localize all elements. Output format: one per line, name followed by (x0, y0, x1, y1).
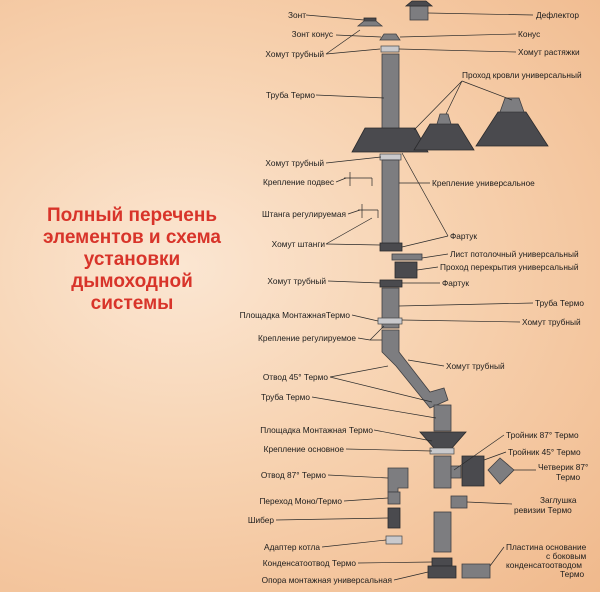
tension-clamp-part (380, 45, 400, 53)
pipe-lower-part (433, 404, 452, 432)
label-apron-1: Фартук (450, 231, 477, 241)
label-boiler-adapter: Адаптер котла (264, 542, 320, 552)
label-offset-45: Отвод 45° Термо (263, 372, 329, 382)
label-base-plate-line2: с боковым (546, 551, 587, 561)
label-hanger-mount: Крепление подвес (263, 177, 334, 187)
label-main-mount: Крепление основное (264, 444, 345, 454)
label-pipe-clamp-2: Хомут трубный (265, 158, 324, 168)
roof-pass-variant-1 (413, 123, 475, 151)
middle-pipe-part (381, 159, 400, 247)
deflector-part (409, 5, 429, 21)
label-universal-support: Опора монтажная универсальная (262, 575, 392, 585)
roof-pass-variant-1-top (436, 113, 452, 125)
mounting-platform-part (377, 317, 403, 325)
label-mounting-platform-2: Площадка Монтажная Термо (260, 425, 373, 435)
label-adjustable-mount: Крепление регулируемое (258, 333, 356, 343)
diagram-title: Полный перечень элементов и схема устано… (12, 205, 252, 315)
label-elbow-87: Отвод 87° Термо (261, 470, 327, 480)
label-adjustable-rod: Штанга регулируемая (262, 209, 346, 219)
hanger-mount-part (344, 172, 373, 186)
label-ceiling-sheet: Лист потолочный универсальный (450, 249, 579, 259)
boiler-adapter-part (385, 535, 403, 545)
label-mono-thermo: Переход Моно/Термо (259, 496, 342, 506)
label-tee-45: Тройник 45° Термо (508, 447, 581, 457)
label-quad-87-line1: Четверик 87° (538, 462, 588, 472)
ceiling-sheet-part (391, 253, 423, 261)
label-thermo-pipe-right: Труба Термо (535, 298, 584, 308)
pipe-clamp-part (379, 153, 402, 161)
label-pipe-clamp-3: Хомут трубный (267, 276, 326, 286)
mono-thermo-transition-part (387, 491, 401, 505)
label-apron-2: Фартук (442, 278, 469, 288)
label-base-plate-line4: Термо (560, 569, 585, 579)
title-line: дымоходной (71, 271, 193, 292)
title-line: Полный перечень (46, 205, 218, 226)
title-line: системы (90, 293, 174, 314)
label-revision-cap-line2: ревизии Термо (514, 505, 572, 515)
label-cone: Конус (518, 29, 540, 39)
cone-part (379, 33, 401, 41)
pipe-base-part (433, 511, 452, 553)
roof-pass-variant-2-top (499, 97, 525, 113)
label-damper: Шибер (248, 515, 275, 525)
leaders-right (398, 12, 536, 567)
label-ceiling-pass: Проход перекрытия универсальный (440, 262, 579, 272)
label-quad-87-line2: Термо (556, 472, 581, 482)
title-line: установки (83, 249, 181, 270)
label-thermo-pipe-low: Труба Термо (261, 392, 310, 402)
tee-87-branch (450, 465, 462, 479)
label-thermo-pipe-top: Труба Термо (266, 90, 315, 100)
quad-87-part (487, 457, 515, 485)
tee-87-part (433, 455, 452, 489)
label-tension-clamp: Хомут растяжки (518, 47, 580, 57)
base-plate-part (461, 563, 491, 579)
tee-45-part (461, 455, 485, 487)
label-pipe-clamp-top: Хомут трубный (265, 49, 324, 59)
damper-part (387, 507, 401, 529)
ceiling-pass-part (394, 261, 418, 279)
deflector-top-part (404, 0, 434, 7)
label-universal-mount: Крепление универсальное (432, 178, 535, 188)
support-part (427, 565, 457, 579)
label-deflector: Дефлектор (536, 10, 579, 20)
label-pipe-clamp-right-2: Хомут трубный (446, 361, 505, 371)
label-revision-cap-line1: Заглушка (540, 495, 577, 505)
label-rod-clamp: Хомут штанги (272, 239, 326, 249)
roof-pass-variant-2 (475, 111, 549, 147)
label-base-plate-line1: Пластина основание (506, 542, 587, 552)
apron-part (379, 242, 403, 252)
label-tee-87: Тройник 87° Термо (506, 430, 579, 440)
revision-cap-part (450, 495, 468, 509)
label-mounting-platform: Площадка МонтажнаяТермо (240, 310, 351, 320)
chimney-parts (344, 0, 549, 579)
apron-lower-part (379, 279, 403, 288)
platform-lower-part (429, 447, 455, 455)
adjustable-rod-part (358, 204, 379, 218)
label-umbrella: Зонт (288, 10, 306, 20)
roof-pass-part (351, 127, 429, 153)
elbow-87-part (387, 467, 409, 493)
labels-left: Зонт Зонт конус Хомут трубный Труба Терм… (240, 10, 392, 585)
leaders-left (275, 14, 437, 581)
title-line: элементов и схема (43, 227, 221, 248)
umbrella-cap-part (356, 20, 384, 27)
label-roof-pass: Проход кровли универсальный (462, 70, 582, 80)
label-base-plate-line3: конденсатоотводом (506, 560, 582, 570)
labels-right: Дефлектор Конус Хомут растяжки Проход кр… (432, 10, 588, 579)
label-umbrella-cone: Зонт конус (292, 29, 333, 39)
label-condensate-drain: Конденсатоотвод Термо (263, 558, 357, 568)
condensate-drain-part (431, 557, 453, 567)
offset-45-part (381, 329, 449, 409)
label-pipe-clamp-right-1: Хомут трубный (522, 317, 581, 327)
